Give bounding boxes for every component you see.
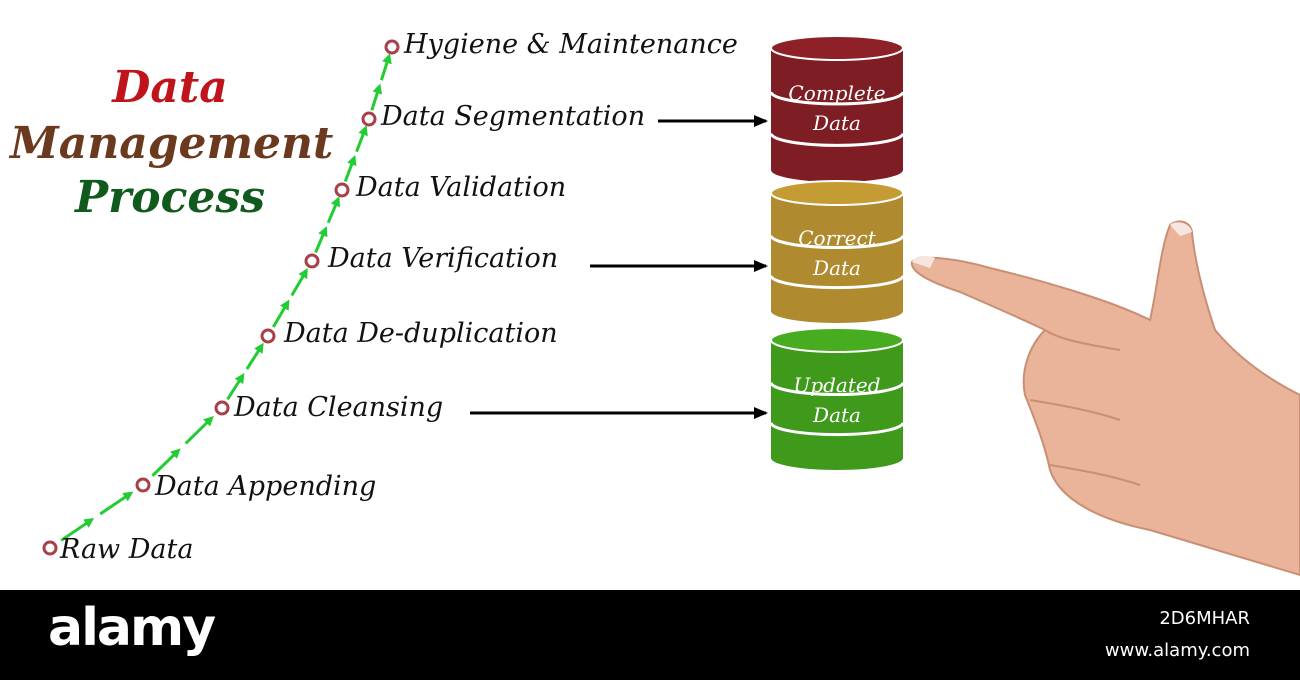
diagram-canvas: Data Management Process Raw Data Data App…: [10, 29, 1300, 577]
progression-arrow: [355, 125, 368, 153]
progression-arrow: [99, 491, 134, 516]
step-node: [384, 39, 400, 55]
step-node: [361, 111, 377, 127]
step-label: Data Segmentation: [381, 101, 646, 132]
connector-arrows: [470, 115, 768, 419]
step-label: Data Appending: [155, 471, 377, 502]
database-cylinder: [769, 180, 905, 323]
progression-arrow: [314, 226, 328, 254]
watermark-bar: alamy 2D6MHAR www.alamy.com: [0, 590, 1300, 680]
title-line-3: Process: [75, 172, 265, 223]
database-cylinder: [769, 35, 905, 182]
step-node: [304, 253, 320, 269]
database-label: Complete: [788, 81, 886, 105]
database-label: Correct: [798, 226, 876, 250]
database-label: Data: [813, 111, 861, 135]
step-label: Data Verification: [328, 243, 559, 274]
image-id: 2D6MHAR: [1159, 608, 1250, 629]
progression-arrow: [290, 268, 308, 297]
progression-arrow: [184, 415, 214, 445]
step-node: [135, 477, 151, 493]
database-label: Updated: [793, 373, 881, 397]
progression-arrow: [226, 372, 245, 401]
step-label: Raw Data: [60, 534, 194, 565]
progression-arrow: [370, 83, 383, 111]
site-url: www.alamy.com: [1104, 640, 1250, 661]
progression-arrow: [245, 342, 264, 370]
step-node: [260, 328, 276, 344]
title-line-2: Management: [10, 118, 334, 169]
database-cylinder: [769, 327, 905, 470]
progression-arrow: [379, 53, 392, 81]
title-line-1: Data: [112, 62, 228, 113]
pointing-hand-image: [910, 220, 1300, 577]
database-label: Data: [813, 256, 861, 280]
step-label: Data De-duplication: [284, 318, 558, 349]
database-cylinders: [769, 35, 905, 470]
progression-arrow: [326, 196, 341, 224]
progression-arrow: [60, 518, 95, 542]
database-label: Data: [813, 403, 861, 427]
progression-arrow: [343, 155, 357, 183]
step-nodes: [42, 39, 400, 556]
step-label: Data Cleansing: [234, 392, 444, 423]
step-label: Hygiene & Maintenance: [404, 29, 738, 60]
step-label: Data Validation: [356, 172, 567, 203]
progression-arrow: [151, 448, 181, 477]
progression-arrows: [60, 53, 392, 542]
progression-arrow: [271, 299, 290, 328]
step-node: [214, 400, 230, 416]
step-node: [334, 182, 350, 198]
alamy-logo: alamy: [48, 598, 216, 658]
process-diagram: [42, 35, 1300, 577]
step-node: [42, 540, 58, 556]
